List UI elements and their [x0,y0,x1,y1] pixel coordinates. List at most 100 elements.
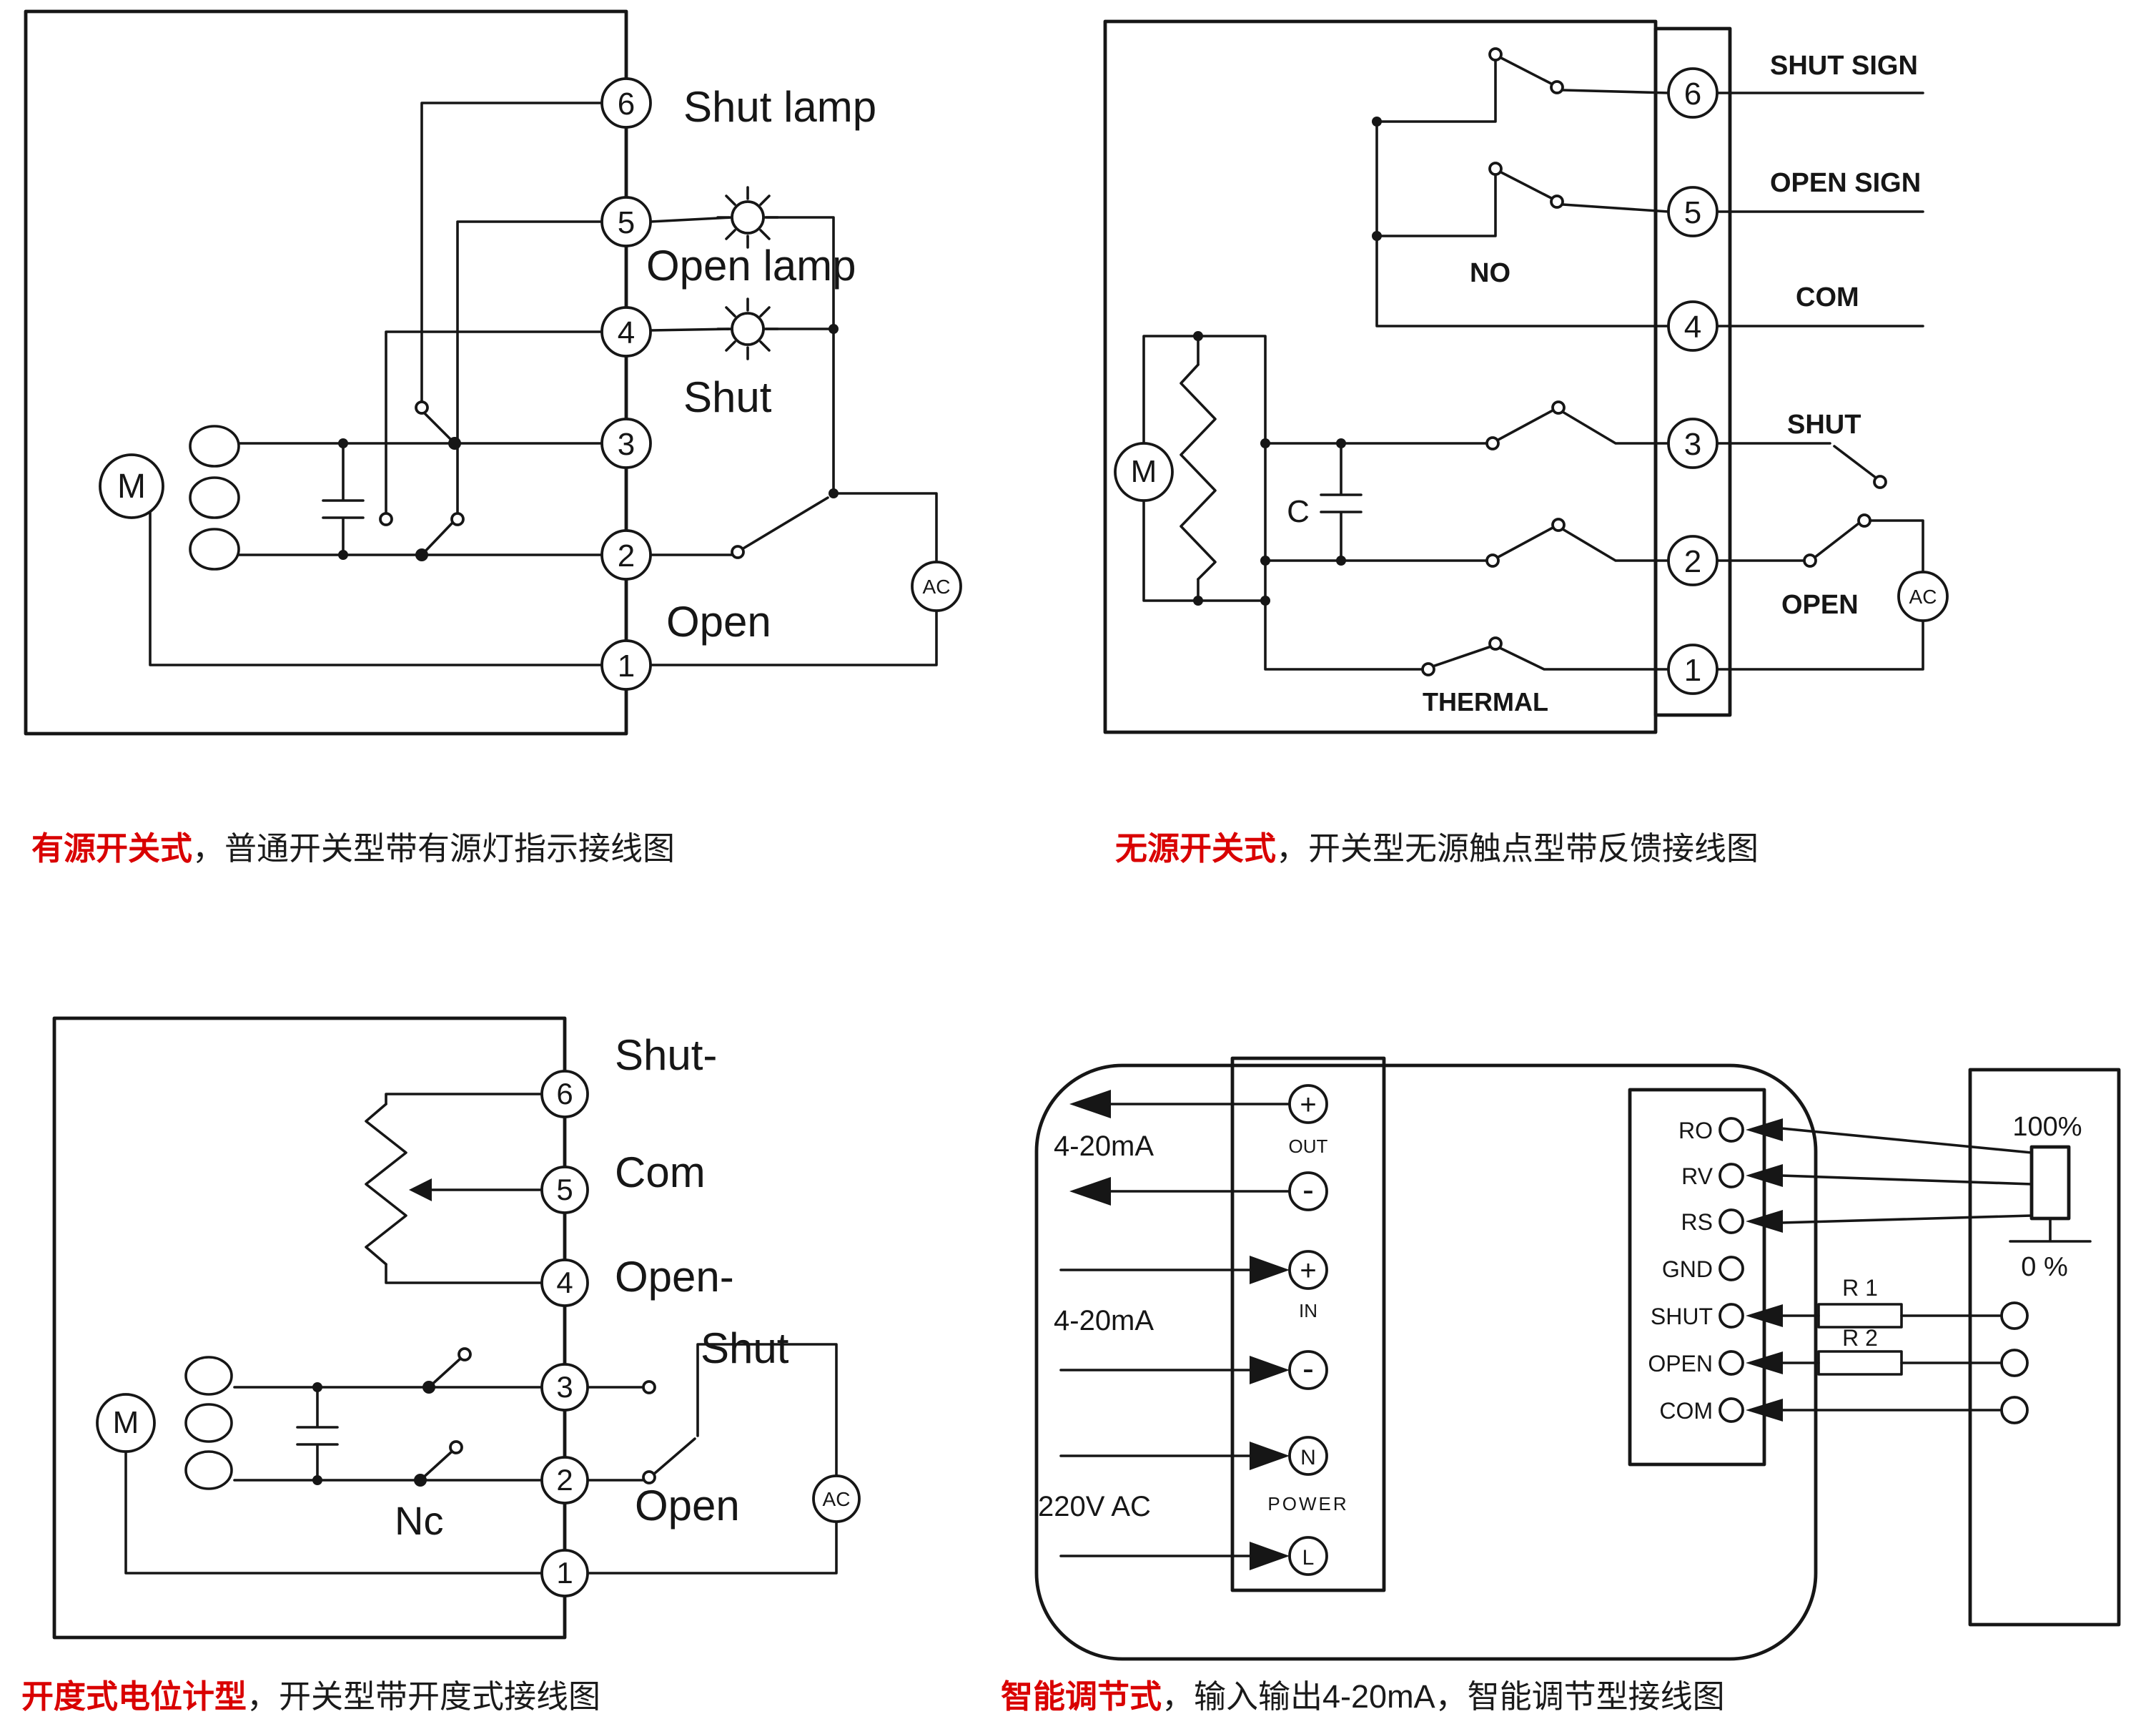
caption-intelligent: 智能调节式，输入输出4-20mA，智能调节型接线图 [1001,1670,1725,1717]
terminal-number: 5 [556,1173,573,1206]
lamp-circle [731,312,765,346]
minus-icon: - [1302,1350,1314,1388]
label-com: COM [1796,282,1859,312]
in-label: IN [1299,1300,1317,1321]
contact [1803,553,1817,568]
neutral-terminal [1288,1436,1328,1476]
terminal-6 [540,1070,589,1118]
arrow-left-icon [1746,1304,1783,1327]
motor-winding [184,1450,233,1490]
caption-type-name: 无源开关式 [1115,830,1277,867]
junction-dot [1193,596,1203,606]
ac-label: AC [1909,586,1937,608]
ac-source-symbol: AC [1897,571,1949,622]
diagram-active-switch: M AC 6 5 4 3 2 1 [24,9,962,736]
shut-lamp-icon [716,186,779,249]
label-nc: Nc [395,1498,443,1543]
junction-dot [1372,231,1382,241]
arrow-left-icon [1746,1399,1783,1422]
junction-dot [1336,556,1346,566]
terminal-number: 5 [1684,195,1701,230]
label-thermal: THERMAL [1423,687,1548,716]
terminal-number: 3 [1684,427,1701,462]
contact [642,1470,656,1484]
label-open: Open [666,598,771,646]
resistor-r2-label: R 2 [1842,1325,1878,1351]
contact [458,1347,472,1361]
switch-contacts [449,1347,656,1484]
junction-dot [1260,438,1270,448]
contact [450,512,465,526]
junction-dot [312,1382,322,1392]
caption-active-switch: 有源开关式，普通开关型带有源灯指示接线图 [31,822,675,869]
terminal-5 [600,196,652,247]
ac-label: AC [923,576,951,598]
contact [1488,162,1503,176]
out-minus-terminal [1288,1171,1328,1211]
caption-type-name: 有源开关式 [31,830,193,867]
label-shut: Shut [701,1324,789,1372]
contact [1485,436,1500,450]
ac-circle [1897,571,1949,622]
label-shut: Shut [683,373,772,421]
junction-dot [1336,438,1346,448]
terminal-3 [600,418,652,469]
label-shut-lamp: Shut lamp [683,83,876,131]
junction-dot [415,548,428,561]
junction-dots [1193,117,1382,606]
caption-passive-switch: 无源开关式，开关型无源触点型带反馈接线图 [1115,822,1759,869]
pin-circle [1719,1208,1744,1234]
thermal-resistor [1180,363,1217,581]
resistor-r1 [1817,1303,1903,1329]
arrow-left-icon [1746,1351,1783,1374]
terminal-strip: 6 5 4 3 2 1 [540,1070,589,1597]
enclosure-box [24,9,628,736]
terminal-number: 6 [556,1077,573,1110]
potentiometer-resistor [365,1103,407,1266]
junction-dot [829,488,839,498]
enclosure-box [52,1016,567,1640]
feedback-pin-circle [2000,1349,2029,1377]
direction-arrows [1069,1090,1783,1570]
label-in-range: 4-20mA [1054,1305,1154,1336]
wiring [149,102,938,666]
resistor-r1-label: R 1 [1842,1275,1878,1301]
out-label: OUT [1289,1136,1328,1157]
wiring [124,1093,838,1575]
junction-dot [1372,117,1382,127]
terminal-number: 6 [1684,77,1701,112]
motor-label: M [113,1405,139,1440]
terminal-6 [1667,67,1719,119]
lamp-rays [716,186,779,249]
junction-dots [312,1381,435,1487]
label-open-sign: OPEN SIGN [1770,168,1921,198]
power-label: POWER [1267,1493,1348,1514]
junction-dot [338,438,348,448]
junction-dots [338,324,839,561]
terminal-number: 2 [556,1463,573,1497]
terminal-4 [1667,300,1719,352]
contact [1485,553,1500,568]
pin-circle [1719,1256,1744,1281]
live-terminal [1288,1536,1328,1576]
label-open: OPEN [1781,590,1859,620]
signal-pin-block [1628,1088,1766,1467]
arrow-left-icon [1069,1090,1111,1118]
pin-label-shut: SHUT [1651,1304,1713,1329]
diagram-passive-switch: M C 6 5 4 3 2 1 AC SHUT SIGN OPEN SIGN C… [1103,19,1949,734]
junction-dot [414,1474,427,1487]
motor-winding [184,1356,233,1396]
pin-circle [1719,1350,1744,1376]
contact [731,545,745,559]
contact [379,512,393,526]
label-shut-minus: Shut- [615,1031,717,1079]
label-com: Com [615,1148,706,1196]
motor-label: M [117,468,146,506]
motor-circle [99,453,164,519]
pin-label-gnd: GND [1662,1256,1713,1282]
motor-winding [189,528,240,571]
junction-dot [338,550,348,560]
contact [1551,518,1566,532]
